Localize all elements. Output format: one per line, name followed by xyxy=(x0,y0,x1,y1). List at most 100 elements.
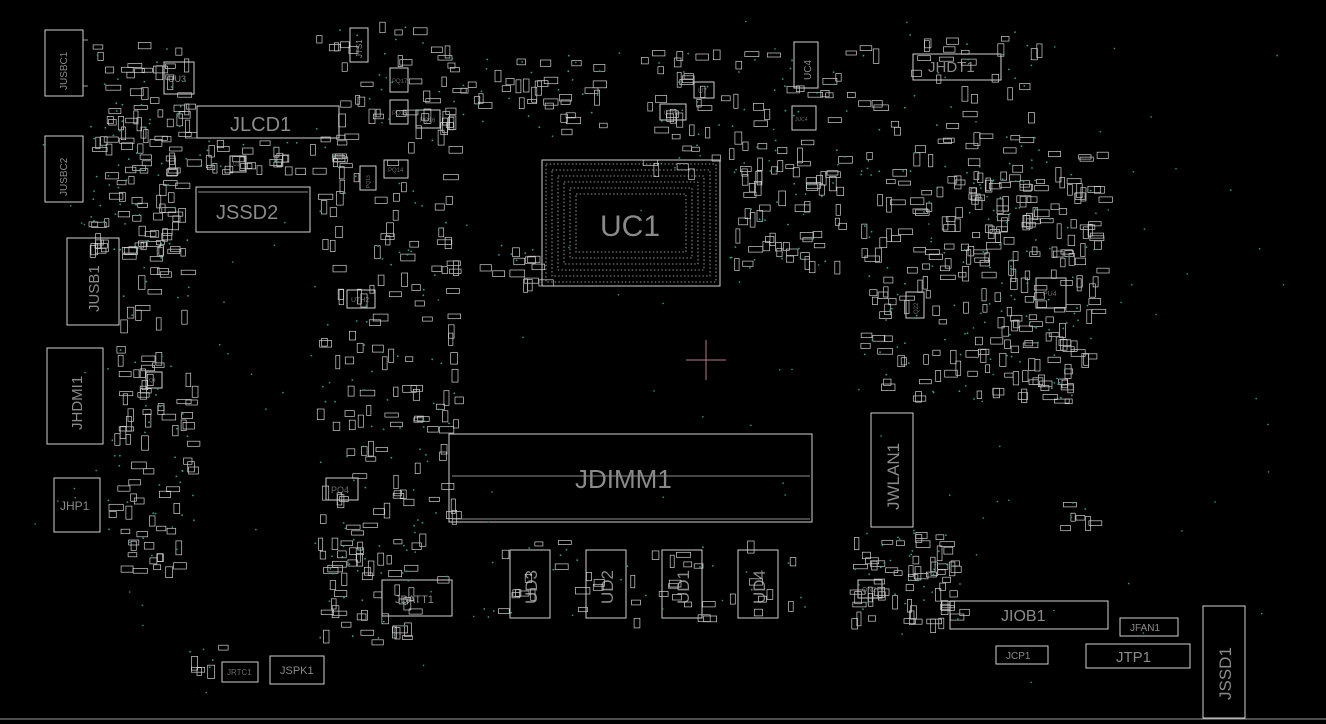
via-dot xyxy=(674,166,676,169)
smd-pad xyxy=(240,163,253,169)
via-dot xyxy=(808,183,811,186)
smd-pad xyxy=(936,186,944,198)
via-dot xyxy=(437,299,440,301)
smd-pad xyxy=(1010,345,1020,353)
smd-pad xyxy=(446,288,460,294)
smd-pad xyxy=(996,226,1008,233)
via-dot xyxy=(966,332,969,335)
smd-pad xyxy=(967,158,981,166)
uc4-chip: UC4 xyxy=(793,41,819,89)
smd-pad xyxy=(1034,185,1049,192)
smd-pad xyxy=(1079,224,1096,230)
via-dot xyxy=(422,664,425,667)
smd-pad xyxy=(802,237,813,243)
via-dot xyxy=(1010,355,1013,358)
smd-pad xyxy=(128,479,141,486)
smd-pad xyxy=(1091,308,1107,314)
smd-pad xyxy=(423,90,431,102)
via-dot xyxy=(837,164,839,166)
via-dot xyxy=(95,175,98,178)
smd-pad xyxy=(155,317,162,331)
smd-pad xyxy=(1028,112,1035,124)
smd-pad xyxy=(712,49,721,61)
smd-pad xyxy=(137,42,152,50)
smd-pad xyxy=(925,249,940,256)
via-dot xyxy=(435,512,437,514)
via-dot xyxy=(1258,248,1261,250)
via-dot xyxy=(789,67,792,70)
via-dot xyxy=(768,160,770,162)
smd-pad xyxy=(447,62,456,69)
via-dot xyxy=(329,568,332,570)
smd-pad xyxy=(316,35,323,44)
via-dot xyxy=(996,500,999,503)
smd-pad xyxy=(448,332,454,346)
smd-pad xyxy=(890,199,906,206)
smd-pad xyxy=(696,99,702,108)
smd-pad xyxy=(161,413,177,421)
smd-pad xyxy=(133,68,145,74)
smd-pad xyxy=(443,390,450,406)
smd-pad xyxy=(755,170,763,184)
smd-pad xyxy=(1019,325,1033,332)
via-dot xyxy=(331,555,333,558)
smd-pad xyxy=(928,253,943,260)
jfan1-label: JFAN1 xyxy=(1130,623,1160,634)
via-dot xyxy=(860,170,863,173)
via-dot xyxy=(879,351,881,353)
smd-pad xyxy=(360,293,368,308)
via-dot xyxy=(1143,228,1146,230)
smd-pad xyxy=(1031,246,1038,255)
smd-pad xyxy=(332,264,347,273)
smd-pad xyxy=(132,215,142,222)
via-dot xyxy=(697,133,700,136)
smd-pad xyxy=(757,143,768,150)
via-dot xyxy=(538,126,541,129)
smd-pad xyxy=(392,626,397,639)
via-dot xyxy=(1282,284,1285,286)
smd-pad xyxy=(442,410,449,423)
smd-pad xyxy=(524,256,536,264)
via-dot xyxy=(453,100,455,103)
smd-pad xyxy=(127,552,138,558)
via-dot xyxy=(930,237,933,240)
via-dot xyxy=(1018,207,1021,209)
smd-pad xyxy=(1080,243,1086,257)
via-dot xyxy=(181,413,184,415)
smd-pad xyxy=(330,598,337,610)
via-dot xyxy=(365,304,368,307)
via-dot xyxy=(1030,681,1032,684)
via-dot xyxy=(144,431,146,434)
via-dot xyxy=(118,129,121,132)
via-dot xyxy=(491,561,494,564)
smd-pad xyxy=(276,152,284,167)
smd-pad xyxy=(973,132,981,146)
smd-pad xyxy=(777,160,784,172)
smd-pad xyxy=(105,84,122,91)
via-dot xyxy=(1000,310,1003,313)
ud1-memory-chip: UD1 xyxy=(661,549,703,619)
via-dot xyxy=(326,323,329,326)
smd-pad xyxy=(448,268,462,274)
smd-pad xyxy=(946,123,960,129)
via-dot xyxy=(1073,312,1076,315)
via-dot xyxy=(1085,246,1088,249)
via-dot xyxy=(750,424,752,427)
via-dot xyxy=(653,390,655,392)
u1-chip: U1 xyxy=(229,155,247,173)
via-dot xyxy=(906,21,908,24)
via-dot xyxy=(791,368,793,371)
via-dot xyxy=(380,572,383,574)
via-dot xyxy=(1060,396,1062,399)
smd-pad xyxy=(543,76,559,85)
smd-pad xyxy=(128,176,135,185)
via-dot xyxy=(438,428,440,430)
via-dot xyxy=(756,146,759,149)
smd-pad xyxy=(494,69,502,83)
via-dot xyxy=(341,555,344,558)
smd-pad xyxy=(785,255,794,263)
smd-pad xyxy=(571,60,582,67)
via-dot xyxy=(362,445,364,448)
smd-pad xyxy=(523,277,539,284)
via-dot xyxy=(866,532,868,535)
